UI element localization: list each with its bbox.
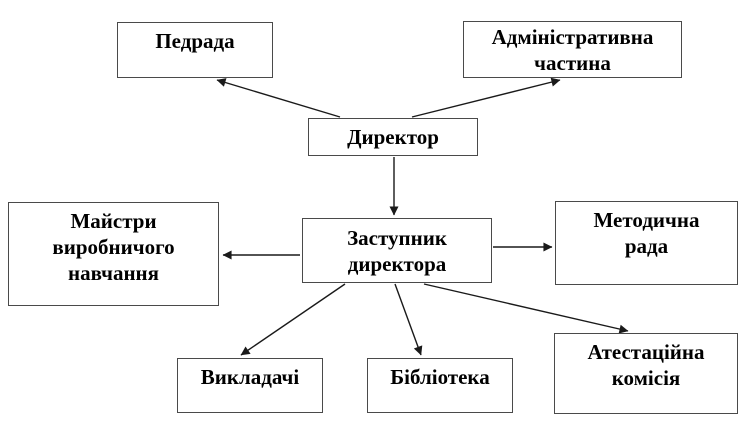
node-teachers-label: Викладачі xyxy=(200,365,300,389)
node-library-label: Бібліотека xyxy=(390,365,490,389)
node-teachers: Викладачі xyxy=(177,358,323,413)
node-masters-label: Майстри виробничого навчання xyxy=(52,209,175,285)
node-methodical-council: Методична рада xyxy=(555,201,738,285)
node-administrative-part: Адміністративна частина xyxy=(463,21,682,78)
node-deputy-director-label: Заступник директора xyxy=(347,225,447,276)
node-pedrada: Педрада xyxy=(117,22,273,78)
arrow-director-pedrada xyxy=(216,78,341,118)
node-director: Директор xyxy=(308,118,478,156)
arrow-deputy-teachers xyxy=(240,283,346,356)
node-attestation-commission-label: Атестаційна комісія xyxy=(587,340,705,390)
node-masters-of-industrial-training: Майстри виробничого навчання xyxy=(8,202,219,306)
arrow-deputy-attestation xyxy=(423,283,629,334)
node-attestation-commission: Атестаційна комісія xyxy=(554,333,738,414)
arrow-director-admin-part xyxy=(411,77,561,118)
node-methodical-council-label: Методична рада xyxy=(593,208,700,258)
node-deputy-director: Заступник директора xyxy=(302,218,492,283)
node-administrative-part-label: Адміністративна частина xyxy=(491,24,654,75)
arrow-deputy-library xyxy=(394,283,423,356)
node-library: Бібліотека xyxy=(367,358,513,413)
node-pedrada-label: Педрада xyxy=(155,29,235,53)
node-director-label: Директор xyxy=(347,125,439,149)
